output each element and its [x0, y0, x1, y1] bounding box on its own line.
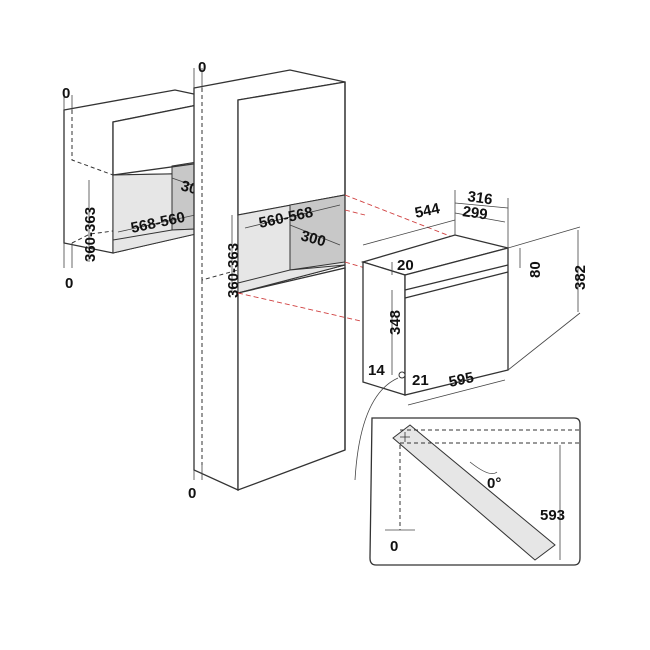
wall-gap-bottom-label: 0 — [65, 275, 73, 292]
detail-inset: 0° 593 0 — [369, 417, 581, 566]
oven-top-offset-label: 20 — [397, 257, 414, 274]
tall-cabinet: 0 0 360-363 300 560-568 — [188, 59, 346, 502]
oven-side-offset-label: 21 — [412, 372, 429, 389]
detail-height-label: 593 — [540, 507, 565, 524]
oven-width-top-label: 544 — [413, 200, 442, 222]
oven-panel-height-label: 80 — [527, 261, 544, 278]
oven: 544 316 299 20 80 382 348 14 21 595 — [354, 188, 589, 481]
wall-gap-top-label: 0 — [62, 85, 70, 102]
oven-depth-body-label: 299 — [461, 203, 488, 223]
detail-angle-label: 0° — [487, 475, 501, 492]
oven-bottom-offset-label: 14 — [368, 362, 385, 379]
tall-depth-label: 300 — [299, 227, 328, 250]
oven-width-label: 595 — [447, 369, 475, 391]
tall-gap-bottom-label: 0 — [188, 485, 196, 502]
projection-lines — [237, 194, 461, 323]
tall-gap-top-label: 0 — [198, 59, 206, 76]
oven-body-height-label: 348 — [387, 310, 404, 335]
detail-gap-label: 0 — [390, 538, 398, 555]
oven-total-height-label: 382 — [572, 265, 589, 290]
oven-depth-total-label: 316 — [466, 188, 493, 208]
tall-height-label: 360-363 — [225, 243, 242, 298]
wall-height-label: 360-363 — [82, 207, 99, 262]
